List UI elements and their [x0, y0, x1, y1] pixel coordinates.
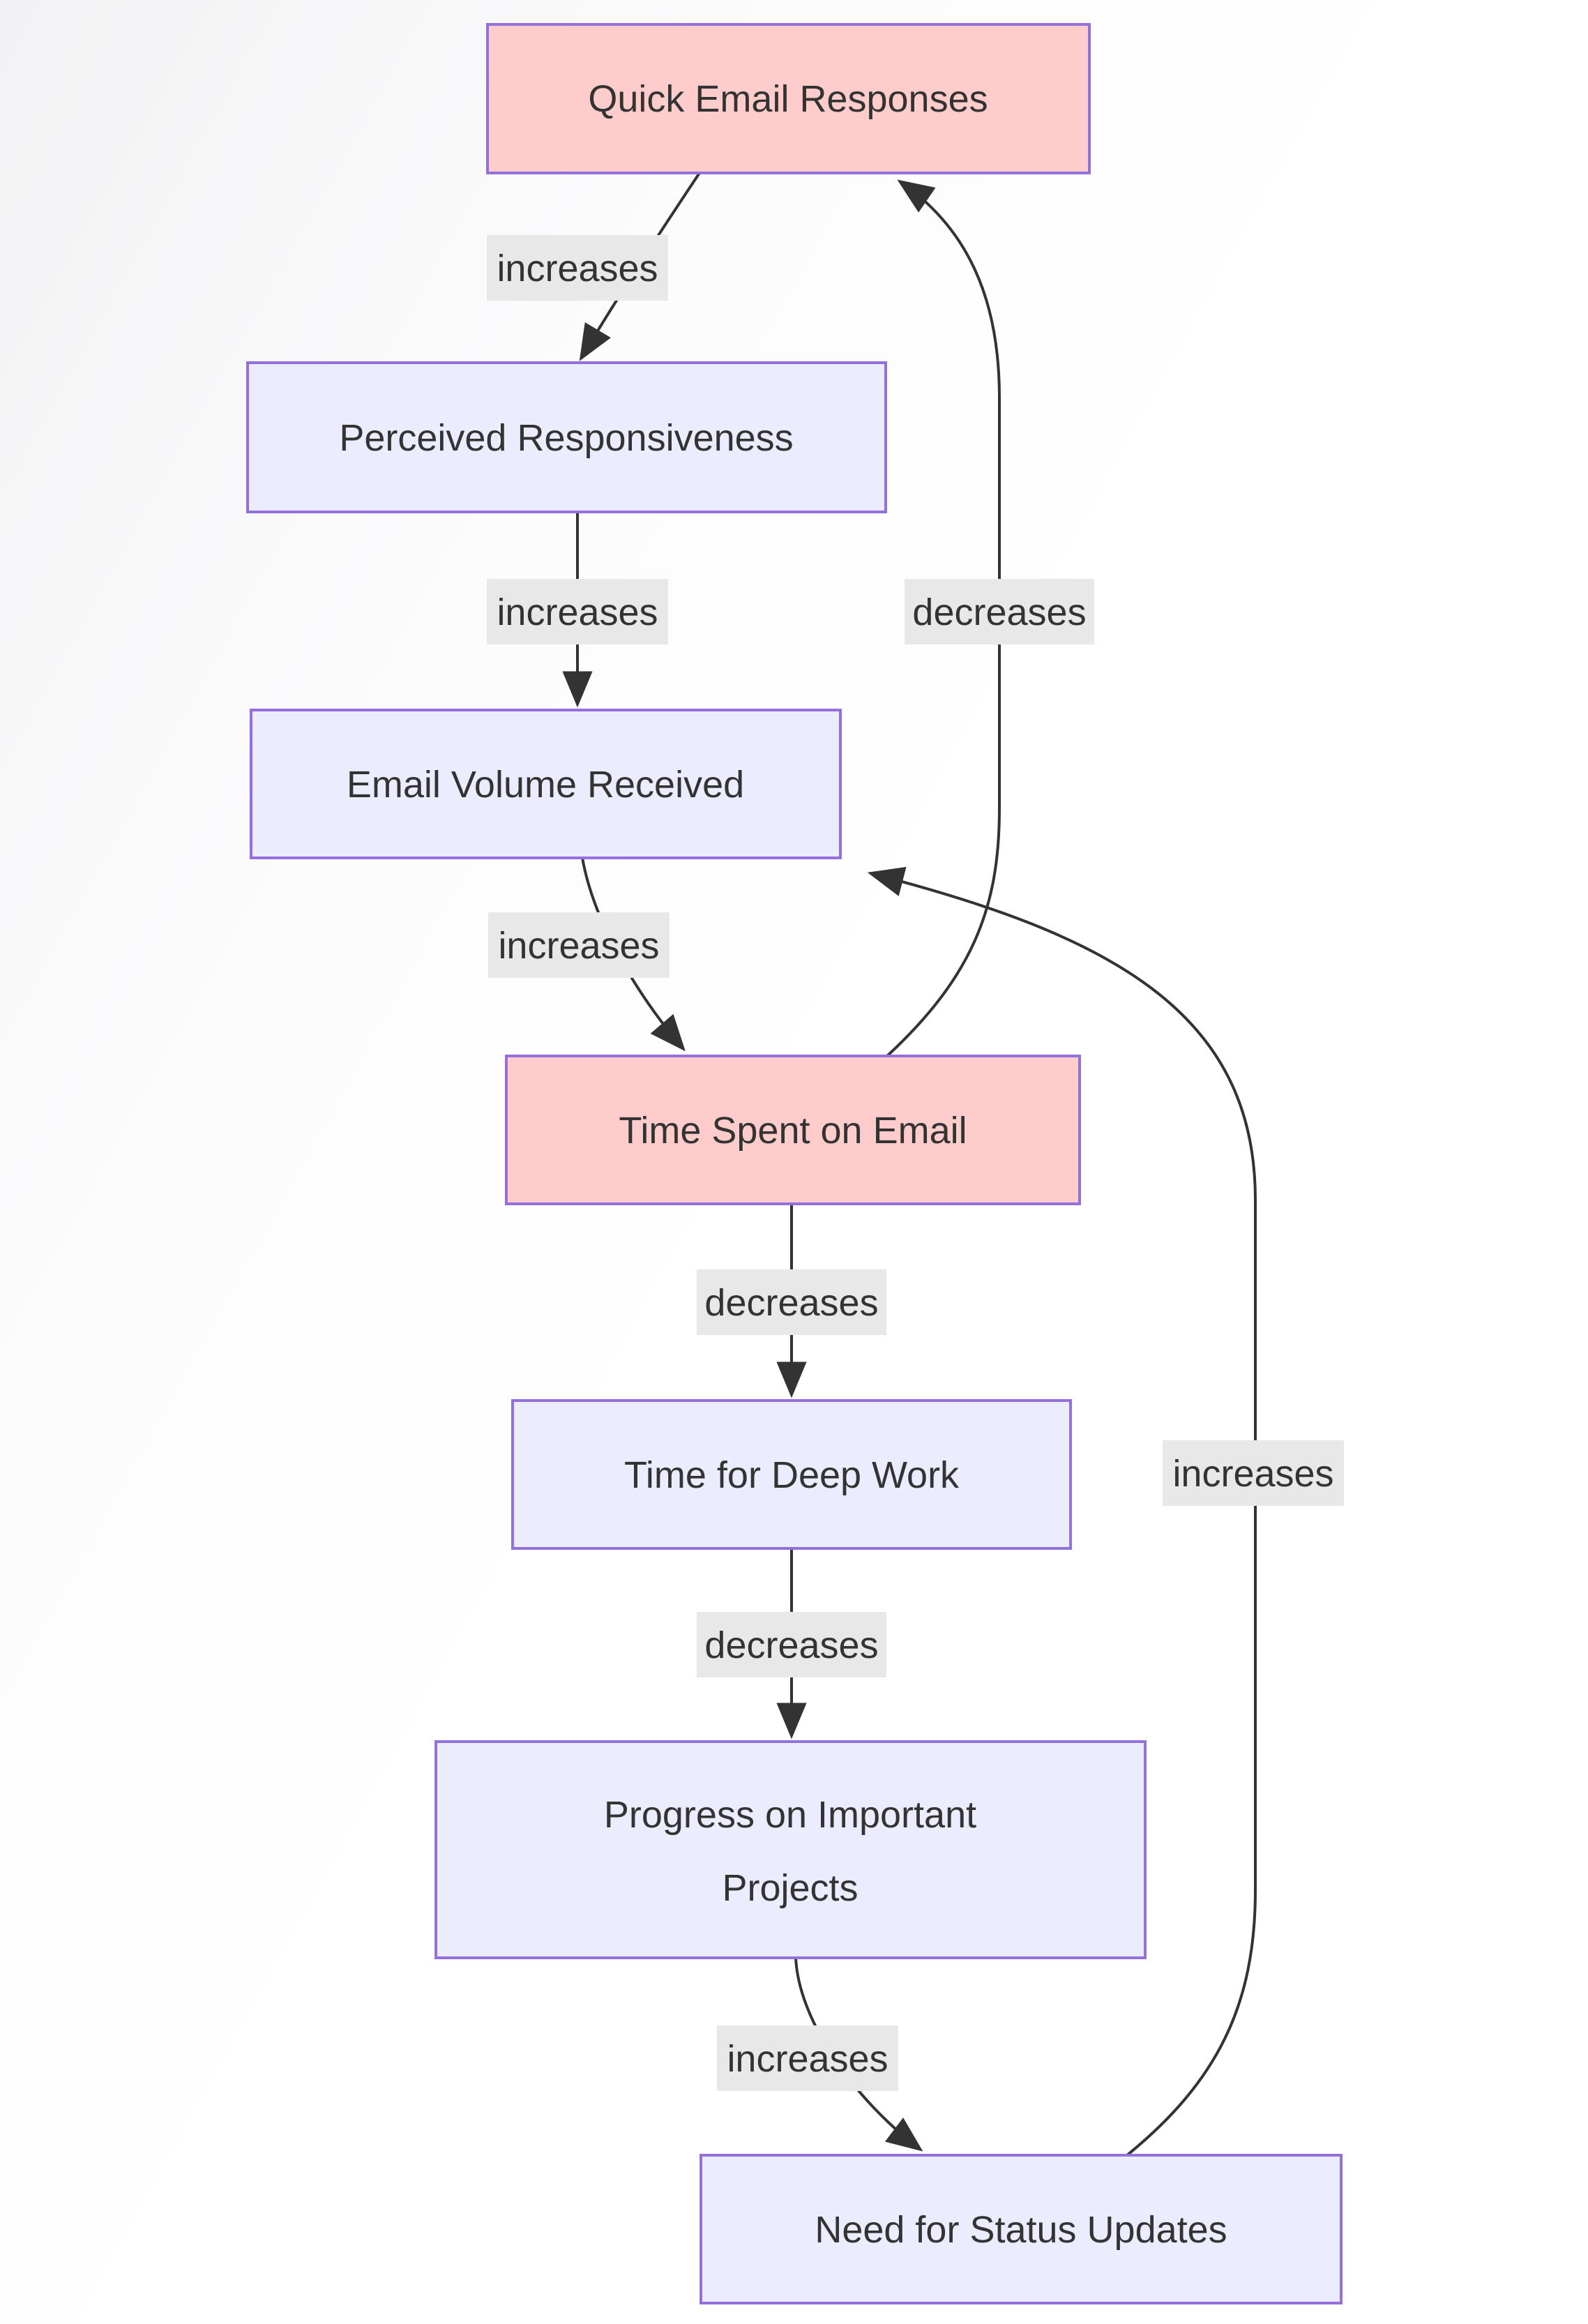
edge-label-tse-to-tdw: decreases — [697, 1269, 886, 1335]
edge-label-tdw-to-poip-bg — [697, 1612, 886, 1677]
node-quick-email-responses-box — [486, 23, 1091, 174]
node-progress-on-important-projects-box — [434, 1740, 1147, 1959]
edge-label-pr-to-evr: increases — [487, 579, 668, 644]
edge-label-poip-to-nfsu-bg — [717, 2025, 898, 2091]
node-quick-email-responses-label: Quick Email Responses — [588, 78, 988, 120]
edge-label-pr-to-evr-bg — [487, 579, 668, 644]
node-perceived-responsiveness-label: Perceived Responsiveness — [339, 417, 793, 459]
edge-label-pr-to-evr-text: increases — [497, 591, 658, 633]
edge-label-nfsu-to-evr: increases — [1163, 1440, 1344, 1506]
edge-nfsu-to-evr-path — [867, 866, 1257, 2157]
node-email-volume-received-box — [250, 709, 842, 859]
edge-label-nfsu-to-evr-bg — [1163, 1440, 1344, 1506]
edge-label-tse-to-qer-text: decreases — [912, 591, 1086, 633]
edge-label-poip-to-nfsu: increases — [717, 2025, 898, 2091]
node-time-for-deep-work-label: Time for Deep Work — [624, 1454, 960, 1496]
node-time-for-deep-work-box — [511, 1399, 1072, 1550]
edge-tse-to-qer — [886, 179, 1001, 1057]
edge-label-tdw-to-poip-text: decreases — [704, 1624, 878, 1666]
edge-label-poip-to-nfsu-text: increases — [727, 2038, 888, 2080]
node-quick-email-responses: Quick Email Responses — [486, 23, 1091, 174]
edge-label-tdw-to-poip: decreases — [697, 1612, 886, 1677]
edge-label-tse-to-qer: decreases — [905, 579, 1094, 644]
node-email-volume-received: Email Volume Received — [250, 709, 842, 859]
node-need-for-status-updates-box — [700, 2154, 1343, 2304]
node-progress-on-important-projects-label-line1: Progress on Important — [604, 1794, 976, 1836]
edge-label-tse-to-tdw-text: decreases — [704, 1282, 878, 1324]
node-perceived-responsiveness: Perceived Responsiveness — [246, 361, 887, 513]
node-progress-on-important-projects-label-line2: Projects — [722, 1867, 858, 1909]
node-perceived-responsiveness-box — [246, 361, 887, 513]
node-time-spent-on-email-box — [505, 1055, 1081, 1205]
edge-label-qer-to-pr-bg — [487, 235, 668, 301]
edge-label-qer-to-pr: increases — [487, 235, 668, 301]
edge-label-tse-to-qer-bg — [905, 579, 1094, 644]
node-time-spent-on-email: Time Spent on Email — [505, 1055, 1081, 1205]
edge-label-evr-to-tse-text: increases — [498, 925, 659, 967]
node-email-volume-received-label: Email Volume Received — [347, 764, 744, 806]
edge-tse-to-qer-path — [886, 179, 1001, 1057]
node-need-for-status-updates: Need for Status Updates — [700, 2154, 1343, 2304]
node-time-spent-on-email-label: Time Spent on Email — [619, 1110, 967, 1152]
edge-label-evr-to-tse: increases — [488, 912, 670, 978]
node-need-for-status-updates-label: Need for Status Updates — [815, 2209, 1227, 2251]
edge-label-tse-to-tdw-bg — [697, 1269, 886, 1335]
edge-nfsu-to-evr — [867, 866, 1257, 2157]
edge-label-qer-to-pr-text: increases — [497, 248, 658, 289]
edge-label-evr-to-tse-bg — [488, 912, 670, 978]
node-time-for-deep-work: Time for Deep Work — [511, 1399, 1072, 1550]
edge-label-nfsu-to-evr-text: increases — [1172, 1453, 1333, 1495]
node-progress-on-important-projects: Progress on Important Projects — [434, 1740, 1147, 1959]
